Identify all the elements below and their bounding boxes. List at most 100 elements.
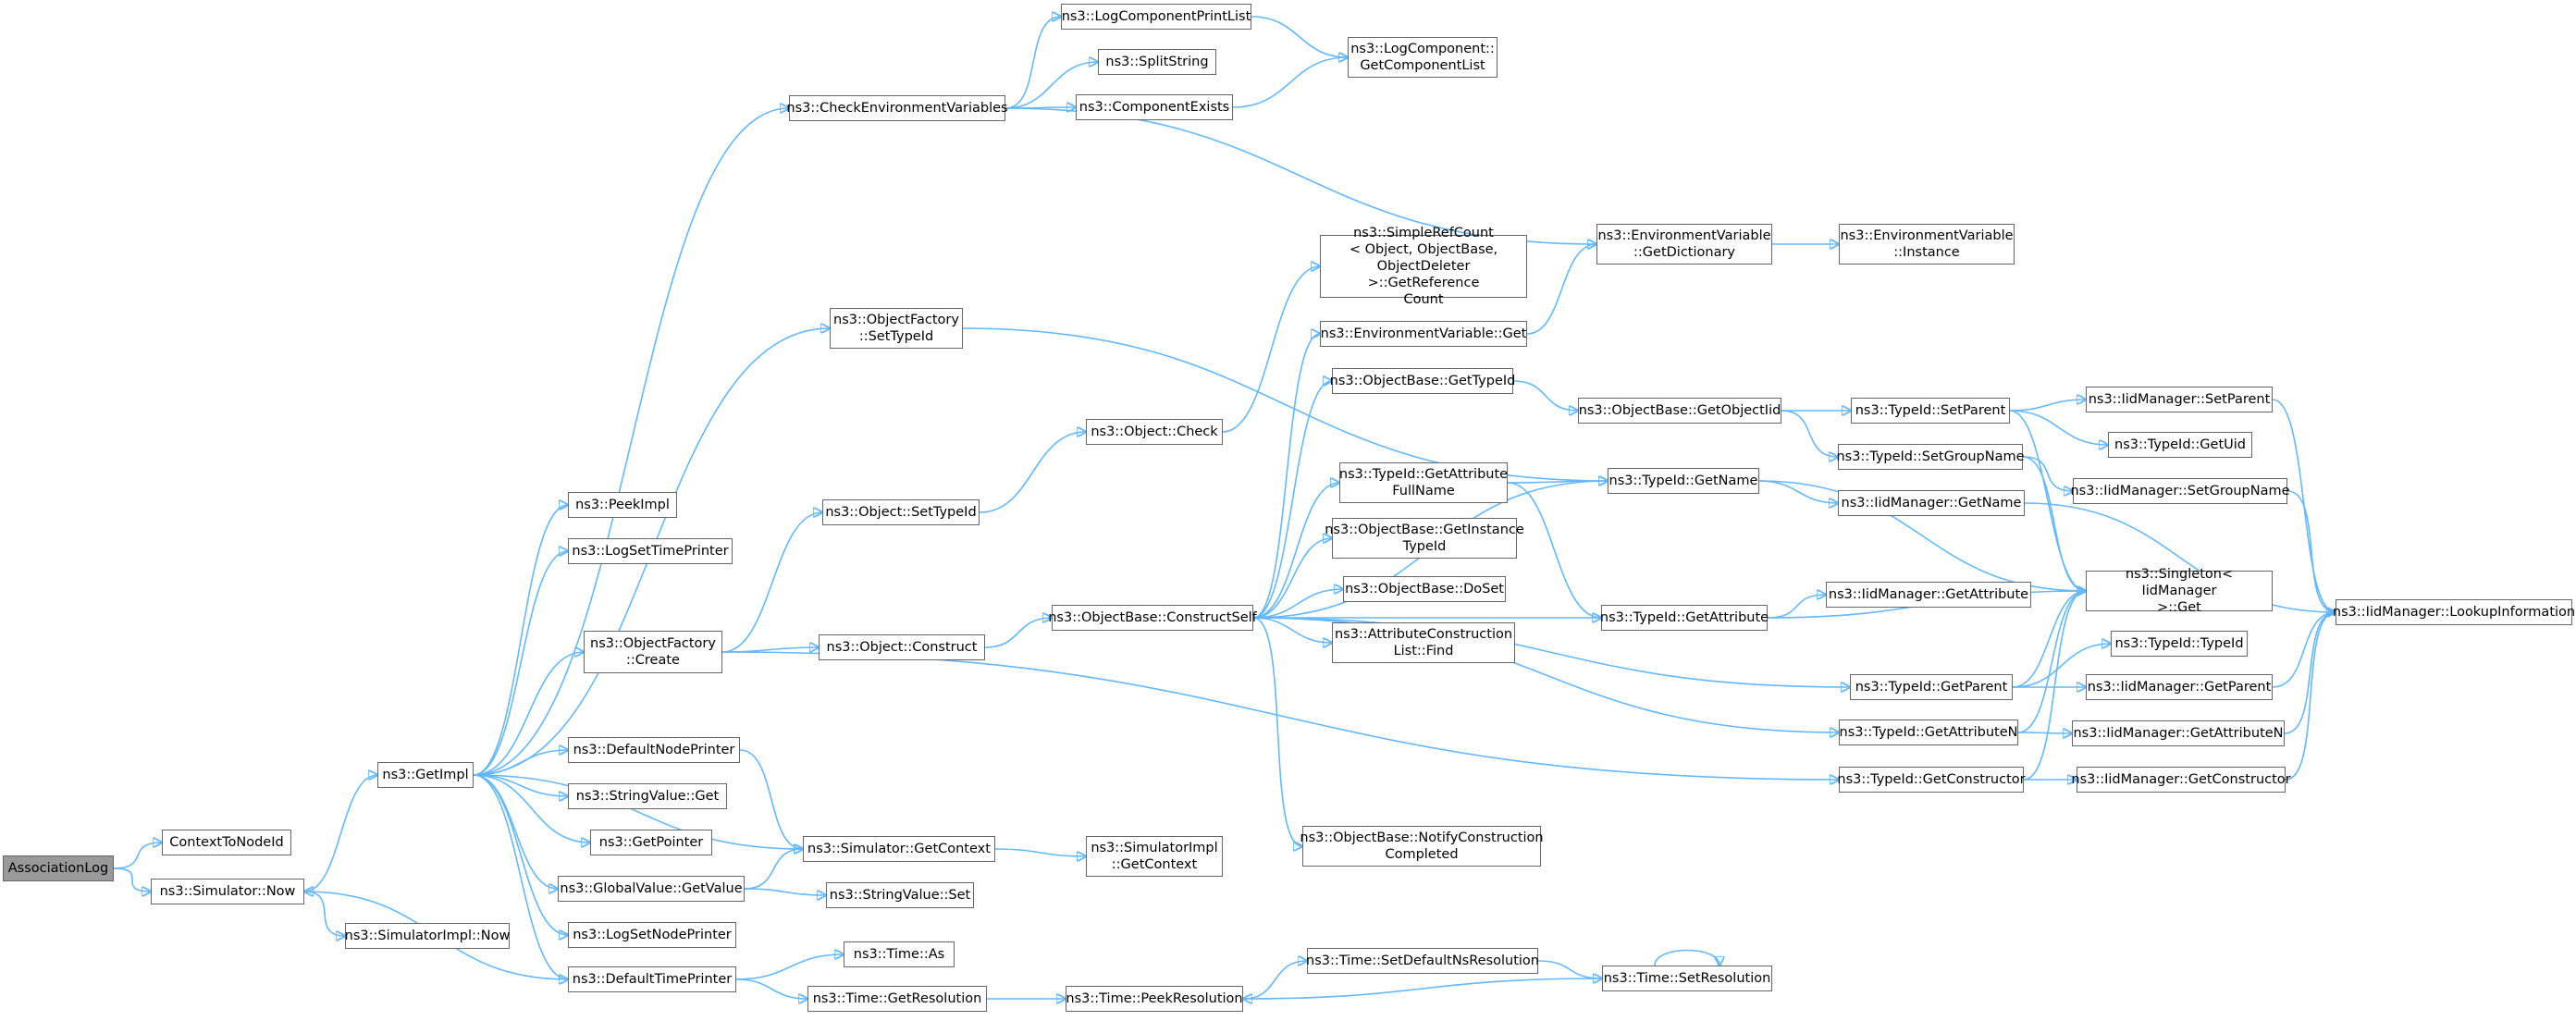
node-time-peek-resolution[interactable]: ns3::Time::PeekResolution [1066,986,1243,1012]
node-context-to-node-id[interactable]: ContextToNodeId [162,830,291,855]
node-time-set-default-ns-resolution[interactable]: ns3::Time::SetDefaultNsResolution [1306,948,1539,974]
node-label: ns3::GlobalValue::GetValue [560,881,743,896]
edge-n5-n19 [1005,107,1596,244]
node-label: ns3::LogSetTimePrinter [572,544,729,559]
edge-n45-n56 [2012,644,2111,688]
node-object-factory-create[interactable]: ns3::ObjectFactory ::Create [584,631,722,673]
node-environment-variable-instance[interactable]: ns3::EnvironmentVariable ::Instance [1839,224,2015,264]
node-iid-manager-get-attribute-n[interactable]: ns3::IidManager::GetAttributeN [2072,720,2285,746]
node-label: ns3::TypeId::TypeId [2114,636,2244,651]
node-time-as[interactable]: ns3::Time::As [844,941,955,967]
edge-n44-n51 [1767,595,1826,619]
edge-n25-n39 [1252,589,1343,619]
node-string-value-set[interactable]: ns3::StringValue::Set [826,882,974,908]
node-environment-variable-get-dictionary[interactable]: ns3::EnvironmentVariable ::GetDictionary [1596,224,1772,264]
node-label: ns3::ObjectBase::ConstructSelf [1048,610,1257,625]
node-type-id-set-group-name[interactable]: ns3::TypeId::SetGroupName [1836,444,2025,470]
edge-n0-n2 [113,867,151,892]
node-component-exists[interactable]: ns3::ComponentExists [1076,94,1233,120]
edge-n3-n26 [473,774,803,849]
node-type-id-get-attribute[interactable]: ns3::TypeId::GetAttribute [1600,605,1769,631]
node-split-string[interactable]: ns3::SplitString [1098,49,1216,75]
node-object-base-construct-self[interactable]: ns3::ObjectBase::ConstructSelf [1048,605,1257,631]
node-get-impl[interactable]: ns3::GetImpl [377,762,474,788]
node-simulator-impl-now[interactable]: ns3::SimulatorImpl::Now [345,923,510,949]
node-type-id-type-id[interactable]: ns3::TypeId::TypeId [2111,631,2248,657]
node-type-id-get-attribute-n[interactable]: ns3::TypeId::GetAttributeN [1839,720,2018,745]
edge-n33-n33 [1654,949,1719,966]
node-simple-ref-count-get-reference-count[interactable]: ns3::SimpleRefCount < Object, ObjectBase… [1320,226,1527,307]
edge-n3-n7 [473,551,568,776]
node-peek-impl[interactable]: ns3::PeekImpl [568,492,677,518]
node-association-log[interactable]: AssociationLog [3,855,114,881]
node-object-check[interactable]: ns3::Object::Check [1086,419,1223,445]
node-time-get-resolution[interactable]: ns3::Time::GetResolution [807,986,987,1012]
node-object-set-type-id[interactable]: ns3::Object::SetTypeId [822,499,980,525]
edge-n49-n55 [2022,456,2073,491]
node-iid-manager-get-constructor[interactable]: ns3::IidManager::GetConstructor [2071,767,2291,793]
node-log-component-print-list[interactable]: ns3::LogComponentPrintList [1061,4,1251,30]
node-object-base-do-set[interactable]: ns3::ObjectBase::DoSet [1343,576,1506,602]
edge-n50-n60 [2024,502,2336,612]
node-type-id-get-constructor[interactable]: ns3::TypeId::GetConstructor [1837,767,2026,793]
node-environment-variable-get[interactable]: ns3::EnvironmentVariable::Get [1320,321,1527,347]
node-time-set-resolution[interactable]: ns3::Time::SetResolution [1602,966,1772,991]
node-iid-manager-get-name[interactable]: ns3::IidManager::GetName [1838,490,2025,516]
node-type-id-get-uid[interactable]: ns3::TypeId::GetUid [2108,432,2252,458]
node-label: ns3::IidManager::SetParent [2088,392,2271,407]
edge-n46-n52 [2017,591,2086,733]
edge-n55-n60 [2286,490,2336,612]
node-label: ns3::ComponentExists [1078,100,1230,115]
node-object-base-get-object-iid[interactable]: ns3::ObjectBase::GetObjectIid [1578,398,1781,424]
edge-n23-n25 [984,618,1052,648]
node-type-id-get-name[interactable]: ns3::TypeId::GetName [1608,468,1759,494]
node-label: ns3::Time::SetDefaultNsResolution [1306,953,1539,968]
edge-n49-n52 [2022,456,2086,591]
node-object-factory-set-type-id[interactable]: ns3::ObjectFactory ::SetTypeId [830,308,963,349]
edge-n31-n32 [1242,961,1307,1000]
node-label: ns3::PeekImpl [575,498,670,512]
node-log-component-get-component-list[interactable]: ns3::LogComponent:: GetComponentList [1348,37,1498,78]
node-label: ns3::ObjectBase::DoSet [1345,582,1504,597]
edge-n25-n35 [1252,334,1320,619]
node-label: ns3::LogComponent:: GetComponentList [1350,42,1495,73]
node-default-node-printer[interactable]: ns3::DefaultNodePrinter [568,737,740,763]
node-iid-manager-get-parent[interactable]: ns3::IidManager::GetParent [2086,674,2273,700]
node-string-value-get[interactable]: ns3::StringValue::Get [568,783,727,809]
node-object-base-get-instance-type-id[interactable]: ns3::ObjectBase::GetInstance TypeId [1325,518,1524,559]
node-type-id-get-parent[interactable]: ns3::TypeId::GetParent [1850,674,2013,700]
edge-n26-n27 [994,848,1086,856]
node-simulator-now[interactable]: ns3::Simulator::Now [151,879,304,904]
node-iid-manager-lookup-information[interactable]: ns3::IidManager::LookupInformation [2333,599,2575,625]
node-log-set-node-printer[interactable]: ns3::LogSetNodePrinter [568,922,736,948]
node-type-id-set-parent[interactable]: ns3::TypeId::SetParent [1851,398,2010,424]
node-label: ns3::SimpleRefCount < Object, ObjectBase… [1349,226,1498,307]
node-log-set-time-printer[interactable]: ns3::LogSetTimePrinter [568,538,733,564]
node-check-environment-variables[interactable]: ns3::CheckEnvironmentVariables [786,95,1008,121]
node-global-value-get-value[interactable]: ns3::GlobalValue::GetValue [558,876,745,902]
node-type-id-get-attribute-full-name[interactable]: ns3::TypeId::GetAttribute FullName [1339,462,1508,503]
node-simulator-impl-get-context[interactable]: ns3::SimulatorImpl ::GetContext [1086,836,1223,877]
node-label: ns3::EnvironmentVariable::Get [1320,326,1527,341]
node-singleton-iid-manager-get[interactable]: ns3::Singleton< IidManager >::Get [2086,567,2273,615]
node-label: ns3::Object::Construct [826,640,978,655]
node-label: ns3::LogComponentPrintList [1061,9,1251,24]
node-default-time-printer[interactable]: ns3::DefaultTimePrinter [568,966,736,992]
node-label: ns3::CheckEnvironmentVariables [786,101,1008,116]
node-label: ns3::Simulator::Now [159,884,296,899]
node-attribute-construction-list-find[interactable]: ns3::AttributeConstruction List::Find [1332,622,1515,663]
node-label: ns3::ObjectFactory ::Create [590,636,716,668]
node-label: ns3::IidManager::GetParent [2087,680,2272,695]
node-get-pointer[interactable]: ns3::GetPointer [590,830,712,855]
edge-n35-n19 [1526,244,1596,335]
node-label: ns3::Simulator::GetContext [807,842,991,856]
node-iid-manager-get-attribute[interactable]: ns3::IidManager::GetAttribute [1826,582,2031,608]
node-label: ns3::StringValue::Get [575,789,720,804]
node-object-construct[interactable]: ns3::Object::Construct [819,634,985,660]
node-simulator-get-context[interactable]: ns3::Simulator::GetContext [803,836,995,862]
node-iid-manager-set-parent[interactable]: ns3::IidManager::SetParent [2086,387,2273,412]
node-iid-manager-set-group-name[interactable]: ns3::IidManager::SetGroupName [2070,478,2290,504]
node-object-base-notify-construction-completed[interactable]: ns3::ObjectBase::NotifyConstruction Comp… [1300,826,1544,867]
node-object-base-get-type-id[interactable]: ns3::ObjectBase::GetTypeId [1330,368,1515,394]
node-label: ns3::ObjectBase::NotifyConstruction Comp… [1300,830,1544,862]
